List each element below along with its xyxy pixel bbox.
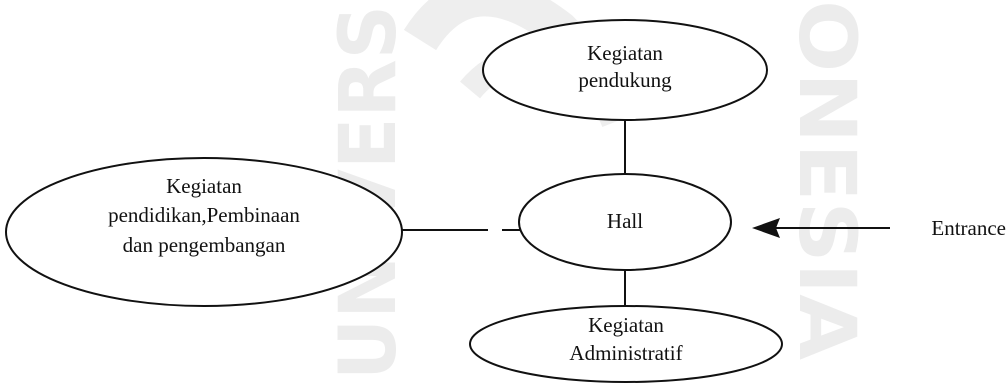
node-kegiatan-pendidikan [5, 157, 403, 307]
pendidikan-label-line1: Kegiatan [166, 174, 242, 198]
entrance-arrowhead [752, 218, 780, 238]
administratif-label-line1: Kegiatan [588, 313, 664, 337]
node-hall [518, 173, 732, 271]
watermark-text-right: ONESIA [781, 0, 871, 360]
node-kegiatan-administratif [469, 305, 783, 383]
hall-label: Hall [607, 209, 643, 233]
pendidikan-label-line2: pendidikan,Pembinaan [108, 203, 300, 227]
entrance-label: Entrance [931, 216, 1006, 240]
administratif-label-line2: Administratif [569, 341, 682, 365]
pendukung-label-line2: pendukung [578, 68, 672, 92]
pendidikan-label-line3: dan pengembangan [123, 233, 286, 257]
pendukung-label-line1: Kegiatan [587, 41, 663, 65]
node-kegiatan-pendukung [482, 19, 768, 121]
